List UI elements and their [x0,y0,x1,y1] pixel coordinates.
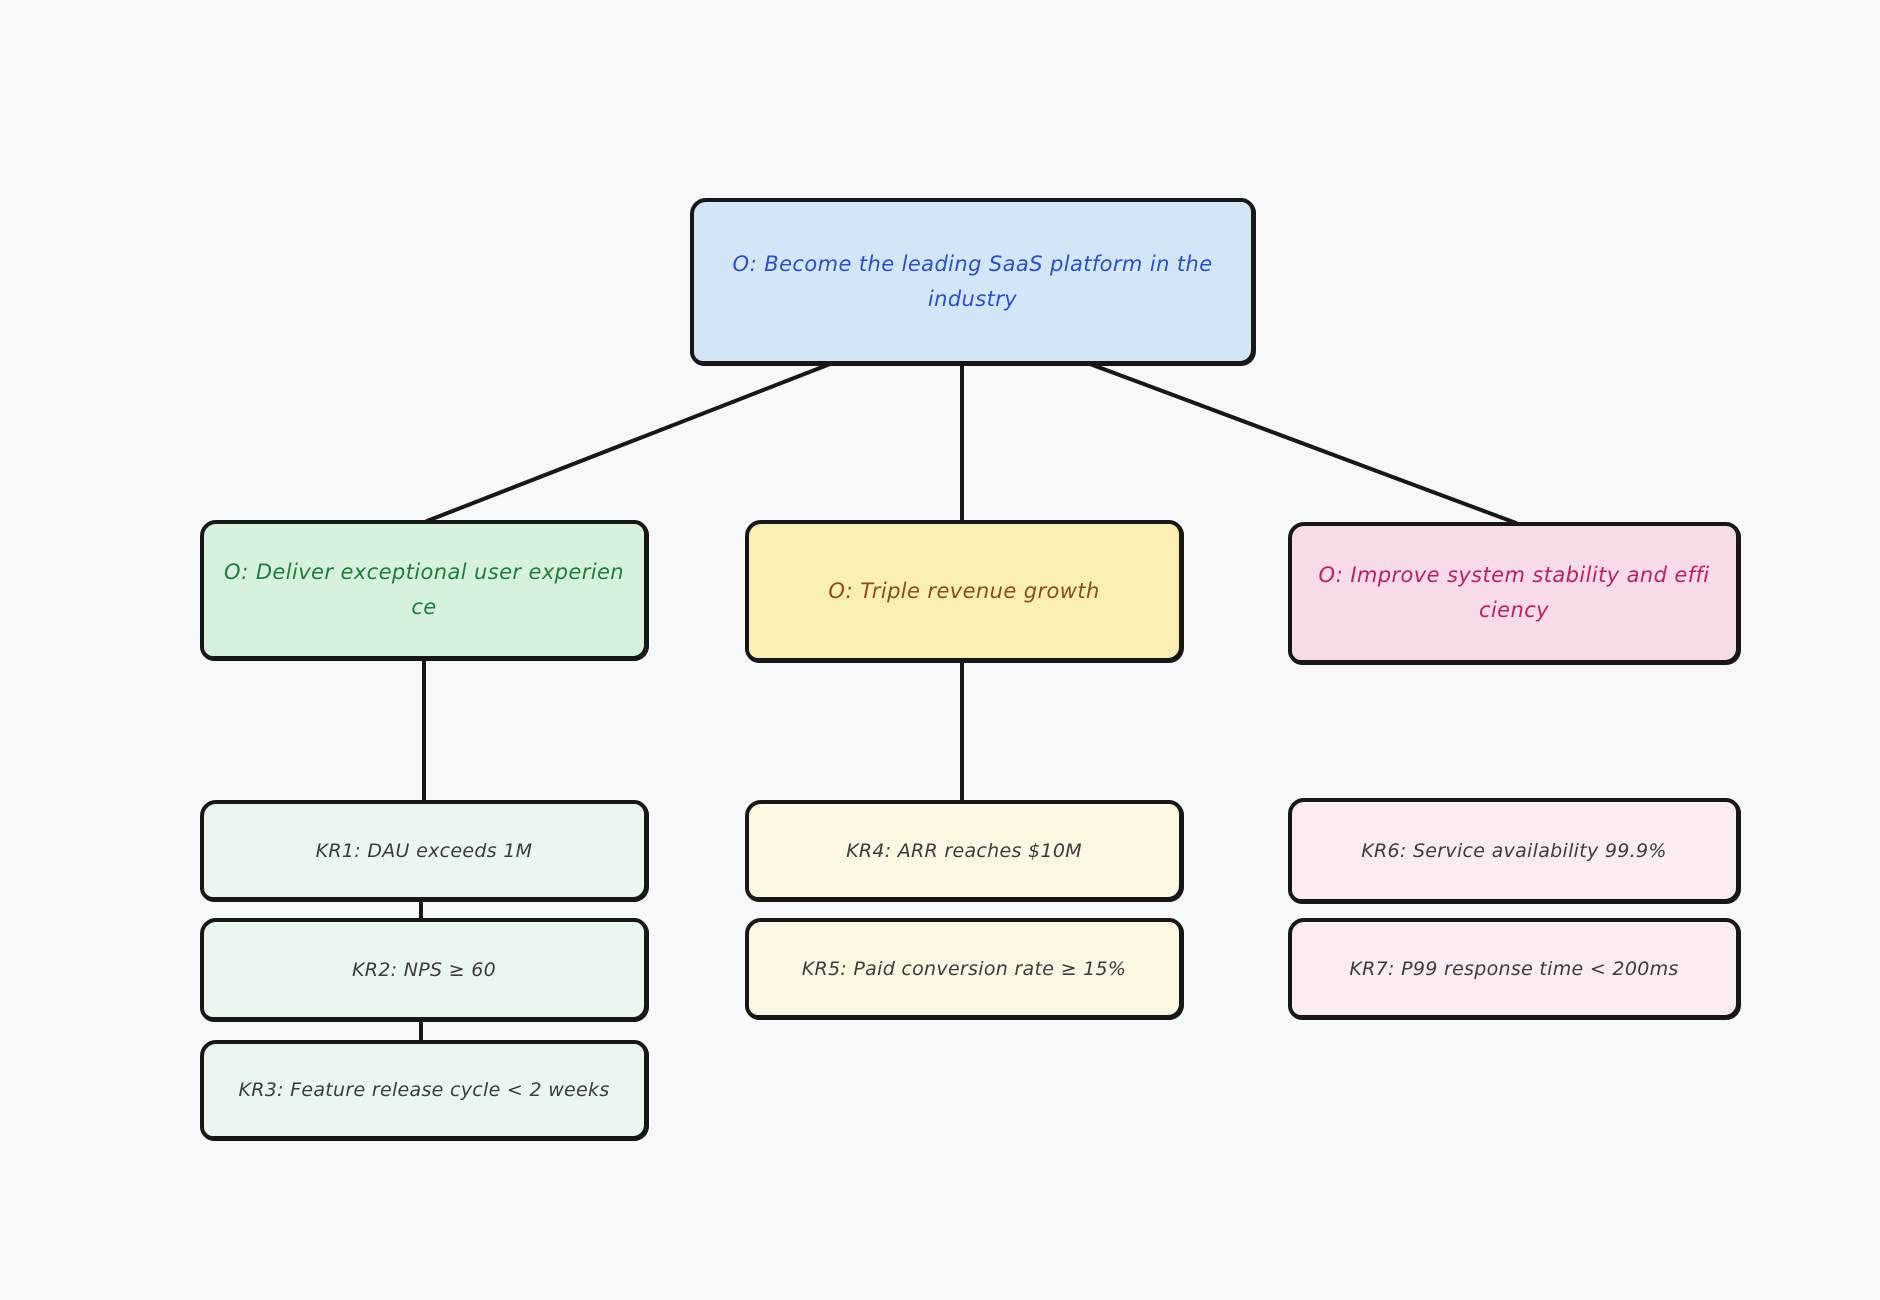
kr-node-7: KR7: P99 response time < 200ms [1288,918,1740,1019]
objective-ux-line-1: O: Deliver exceptional user experien [223,560,624,585]
kr-node-1: KR1: DAU exceeds 1M [200,800,648,901]
objective-node-system-stability: O: Improve system stability and effi cie… [1288,522,1740,664]
objective-revenue-line-1: O: Triple revenue growth [828,578,1100,603]
root-objective-node: O: Become the leading SaaS platform in t… [690,198,1255,365]
objective-ux-line-2: ce [411,595,437,619]
kr-node-2: KR2: NPS ≥ 60 [200,918,648,1021]
root-objective-line-1: O: Become the leading SaaS platform in t… [732,251,1213,276]
kr-node-5: KR5: Paid conversion rate ≥ 15% [745,918,1183,1019]
root-objective-line-2: industry [927,286,1018,311]
kr7-label: KR7: P99 response time < 200ms [1349,957,1679,980]
kr-node-3: KR3: Feature release cycle < 2 weeks [200,1040,648,1140]
objective-stability-line-1: O: Improve system stability and effi [1318,563,1710,588]
kr3-label: KR3: Feature release cycle < 2 weeks [238,1079,610,1101]
objective-stability-line-2: ciency [1479,598,1549,622]
kr2-label: KR2: NPS ≥ 60 [352,958,496,981]
kr5-label: KR5: Paid conversion rate ≥ 15% [801,957,1127,980]
kr-node-4: KR4: ARR reaches $10M [745,800,1183,901]
objective-node-revenue-growth: O: Triple revenue growth [745,520,1183,662]
kr4-label: KR4: ARR reaches $10M [846,839,1082,862]
kr1-label: KR1: DAU exceeds 1M [315,839,533,862]
objective-node-user-experience: O: Deliver exceptional user experien ce [200,520,648,660]
kr-node-6: KR6: Service availability 99.9% [1288,798,1740,903]
kr6-label: KR6: Service availability 99.9% [1361,839,1667,862]
edge-root-to-ux [425,362,832,523]
edge-root-to-stability [1088,362,1518,525]
